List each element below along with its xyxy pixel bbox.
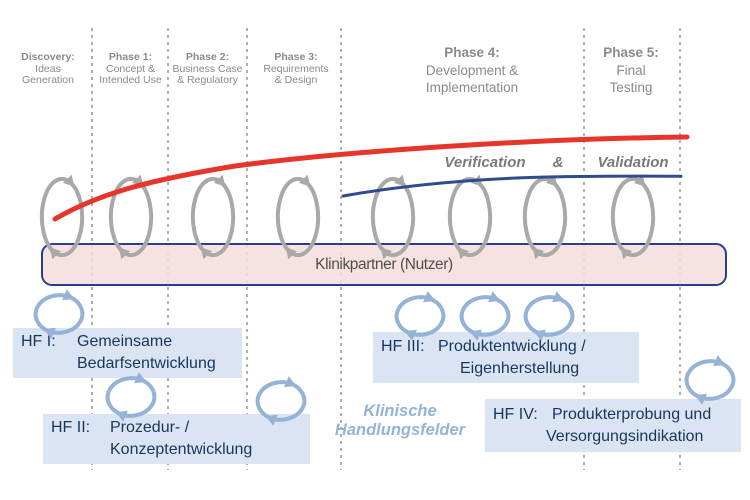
hf3-spacer xyxy=(373,358,438,380)
phase-title: Discovery: xyxy=(21,51,75,63)
hf1-id: HF I: xyxy=(21,333,56,350)
phase-title: Phase 1: xyxy=(108,51,153,63)
iteration-cycle-icon xyxy=(108,378,155,416)
hf1-spacer xyxy=(13,353,77,375)
red-maturity-curve xyxy=(52,134,690,222)
phase-header-2: Phase 2: Business Case & Regulatory xyxy=(166,51,249,87)
iteration-cycle-icon xyxy=(687,361,734,399)
iteration-cycle-icon xyxy=(462,297,509,335)
verification-validation-curve xyxy=(341,174,683,198)
phase-line: Concept & xyxy=(105,62,156,75)
caption-line2: Handlungsfelder xyxy=(334,421,466,439)
phase-line: Generation xyxy=(22,74,74,86)
hf4-box: HF IV: Produkterprobung und Versorgungsi… xyxy=(485,399,741,452)
phase-header-1: Phase 1: Concept & Intended Use xyxy=(92,51,169,87)
validation-label: Validation xyxy=(597,154,669,171)
hf2-row2: Konzeptentwicklung xyxy=(43,439,310,461)
phase-line: Requirements xyxy=(263,62,329,75)
hf1-line1: Gemeinsame xyxy=(77,333,173,350)
phase-title: Phase 4: xyxy=(444,45,500,60)
hf1-row2: Bedarfsentwicklung xyxy=(13,353,242,375)
hf2-line2: Konzeptentwicklung xyxy=(110,441,253,458)
phase-header-discovery: Discovery: Ideas Generation xyxy=(2,51,94,87)
hf2-spacer xyxy=(43,439,110,461)
phase-header-5: Phase 5: Final Testing xyxy=(584,44,678,97)
hf4-row2: Versorgungsindikation xyxy=(485,426,741,448)
hf3-box: HF III: Produktentwicklung / Eigenherste… xyxy=(373,332,639,383)
hf1-line2: Bedarfsentwicklung xyxy=(77,355,216,372)
phase-header-4: Phase 4: Development & Implementation xyxy=(362,44,582,97)
phase-line: Implementation xyxy=(425,80,519,95)
phase-line: & Design xyxy=(274,74,318,86)
ampersand-label: & xyxy=(552,154,564,171)
hf2-row1: HF II: Prozedur- / xyxy=(43,417,310,439)
phase-line: & Regulatory xyxy=(177,74,238,86)
hf3-line2: Eigenherstellung xyxy=(460,359,580,377)
hf4-line1: Produkterprobung und xyxy=(552,405,712,423)
hf1-row1: HF I: Gemeinsame xyxy=(13,331,242,353)
hf3-id: HF III: xyxy=(381,337,425,355)
phase-line: Ideas xyxy=(35,62,61,75)
iteration-cycle-icon xyxy=(526,297,573,335)
hf4-line2: Versorgungsindikation xyxy=(546,427,704,445)
phase-title: Phase 5: xyxy=(603,45,659,60)
hf4-spacer xyxy=(485,426,552,448)
clinic-partner-label: Klinikpartner (Nutzer) xyxy=(315,255,453,273)
hf2-box: HF II: Prozedur- / Konzeptentwicklung xyxy=(43,414,310,464)
phase-line: Testing xyxy=(609,80,653,95)
phase-header-3: Phase 3: Requirements & Design xyxy=(248,51,344,87)
verification-label: Verification xyxy=(444,154,526,171)
phase-line: Business Case xyxy=(172,62,243,75)
caption-line1: Klinische xyxy=(363,402,437,420)
hf2-id: HF II: xyxy=(51,419,91,436)
iteration-cycle-icon xyxy=(397,297,444,335)
hf2-line1: Prozedur- / xyxy=(110,419,190,436)
hf1-box: HF I: Gemeinsame Bedarfsentwicklung xyxy=(13,328,242,378)
hf4-row1: HF IV: Produkterprobung und xyxy=(485,404,741,426)
hf3-row2: Eigenherstellung xyxy=(373,358,639,380)
phase-line: Final xyxy=(616,62,646,78)
phase-title: Phase 2: xyxy=(185,51,230,63)
phase-line: Intended Use xyxy=(99,74,162,86)
clinic-partner-bar: Klinikpartner (Nutzer) xyxy=(41,243,727,286)
hf3-row1: HF III: Produktentwicklung / xyxy=(373,336,639,358)
hf3-line1: Produktentwicklung / xyxy=(438,337,586,355)
phase-title: Phase 3: xyxy=(274,51,318,63)
phase-line: Development & xyxy=(425,62,519,78)
clinical-action-fields-caption: Klinische Handlungsfelder xyxy=(325,402,475,440)
hf4-id: HF IV: xyxy=(493,405,538,423)
